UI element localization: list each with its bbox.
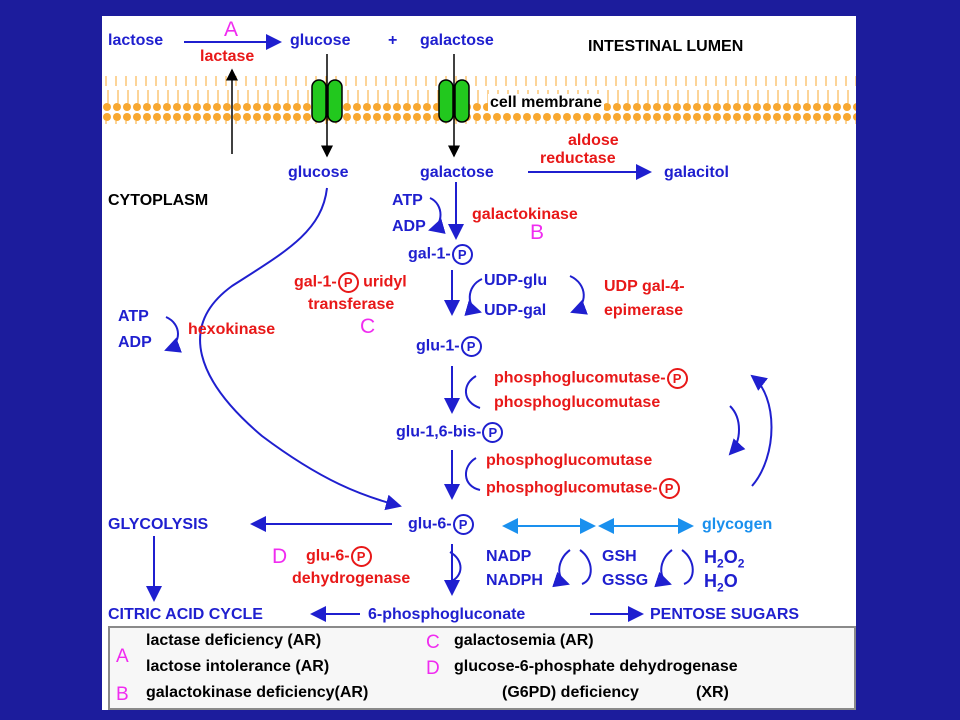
cell-membrane bbox=[102, 76, 856, 124]
glucose-to-glu6p-curve bbox=[199, 187, 402, 511]
udp-glu-label: UDP-glu bbox=[484, 272, 548, 289]
pgm-p-text-2: phosphoglucomutase- bbox=[486, 479, 658, 497]
legend-c-line: galactosemia (AR) bbox=[454, 632, 594, 649]
gal-1-p-text: gal-1- bbox=[408, 245, 451, 263]
atp-adp-curve-2 bbox=[164, 316, 182, 353]
pgm-label-1: phosphoglucomutase bbox=[494, 394, 661, 411]
galactokinase-label: galactokinase bbox=[472, 206, 578, 223]
phosphate-icon: P bbox=[337, 272, 359, 293]
legend-letter-c: C bbox=[426, 632, 440, 653]
pgm-curve-2 bbox=[465, 457, 481, 491]
gssg-label: GSSG bbox=[602, 572, 649, 589]
legend-letter-d: D bbox=[426, 658, 440, 679]
phosphate-icon: P bbox=[452, 514, 474, 535]
udp-gal-4-label: UDP gal-4- bbox=[604, 278, 685, 295]
nadp-curve bbox=[449, 551, 462, 583]
g6pd-label-1: glu-6-P bbox=[306, 546, 372, 567]
gal-1-p-node: gal-1-P bbox=[408, 244, 473, 265]
letter-d: D bbox=[272, 545, 288, 568]
g6pd-text-1: glu-6- bbox=[306, 547, 350, 565]
galactose-lumen-label: galactose bbox=[420, 32, 494, 49]
h2o-label: H2O bbox=[704, 571, 738, 595]
glycolysis-label: GLYCOLYSIS bbox=[108, 516, 209, 533]
legend-a-line-1: lactase deficiency (AR) bbox=[146, 632, 322, 649]
glycogen-label: glycogen bbox=[702, 516, 773, 533]
galacitol-label: galacitol bbox=[664, 164, 729, 181]
galactose-cytoplasm-label: galactose bbox=[420, 164, 494, 181]
atp-label-1: ATP bbox=[392, 192, 423, 209]
pgm-cycle-up bbox=[750, 374, 773, 487]
glucose-lumen-label: glucose bbox=[290, 32, 351, 49]
legend-d-line-2: (G6PD) deficiency bbox=[502, 684, 639, 701]
glu-1-p-text: glu-1- bbox=[416, 337, 460, 355]
lactose-label: lactose bbox=[108, 32, 164, 49]
gsh-h2o2-curve bbox=[654, 549, 673, 588]
nadph-label: NADPH bbox=[486, 572, 543, 589]
atp-adp-curve-1 bbox=[428, 197, 446, 234]
intestinal-lumen-label: INTESTINAL LUMEN bbox=[588, 38, 744, 55]
letter-c: C bbox=[360, 315, 376, 338]
diagram-panel: lactose A lactase glucose + galactose IN… bbox=[102, 16, 856, 710]
gal-1-p-uridyl-text: gal-1- bbox=[294, 273, 337, 291]
gsh-label: GSH bbox=[602, 548, 637, 565]
epimerase-curve bbox=[569, 275, 588, 315]
pgm-p-label-1: phosphoglucomutase-P bbox=[494, 368, 688, 389]
udp-gal-label: UDP-gal bbox=[484, 302, 547, 319]
legend-letter-a: A bbox=[116, 646, 129, 667]
6-phosphogluconate-label: 6-phosphogluconate bbox=[368, 606, 526, 623]
phosphate-icon: P bbox=[451, 244, 473, 265]
phosphate-icon: P bbox=[350, 546, 372, 567]
epimerase-label: epimerase bbox=[604, 302, 684, 319]
glu-16-bis-p-text: glu-1,6-bis- bbox=[396, 423, 482, 441]
legend-letter-b: B bbox=[116, 684, 129, 705]
pgm-cycle-down bbox=[728, 405, 746, 456]
pgm-p-text-1: phosphoglucomutase- bbox=[494, 369, 666, 387]
galactose-channel bbox=[438, 79, 470, 123]
glucose-channel bbox=[311, 79, 343, 123]
pgm-p-label-2: phosphoglucomutase-P bbox=[486, 478, 680, 499]
cytoplasm-label: CYTOPLASM bbox=[108, 192, 209, 209]
glucose-cytoplasm-label: glucose bbox=[288, 164, 349, 181]
legend-d-line-3: (XR) bbox=[696, 684, 729, 701]
legend-box: A lactase deficiency (AR) lactose intole… bbox=[108, 626, 856, 710]
transferase-label: transferase bbox=[308, 296, 395, 313]
phosphate-icon: P bbox=[658, 478, 680, 499]
g6pd-label-2: dehydrogenase bbox=[292, 570, 411, 587]
glu-16-bis-p-node: glu-1,6-bis-P bbox=[396, 422, 504, 443]
pentose-sugars-label: PENTOSE SUGARS bbox=[650, 606, 800, 623]
letter-a: A bbox=[224, 18, 239, 41]
legend-d-line-1: glucose-6-phosphate dehydrogenase bbox=[454, 658, 738, 675]
phosphate-icon: P bbox=[460, 336, 482, 357]
adp-label-2: ADP bbox=[118, 334, 152, 351]
hexokinase-label: hexokinase bbox=[188, 321, 276, 338]
pgm-label-2: phosphoglucomutase bbox=[486, 452, 653, 469]
reductase-label: reductase bbox=[540, 150, 616, 167]
pgm-curve-1 bbox=[465, 375, 481, 409]
glu-6-p-text: glu-6- bbox=[408, 515, 452, 533]
udp-curve bbox=[464, 278, 483, 316]
phosphate-icon: P bbox=[482, 422, 504, 443]
plus-sign: + bbox=[388, 32, 398, 49]
nadp-gsh-curve bbox=[552, 549, 571, 588]
citric-acid-cycle-label: CITRIC ACID CYCLE bbox=[108, 606, 263, 623]
h2o-curve bbox=[681, 549, 694, 585]
lactase-label: lactase bbox=[200, 48, 255, 65]
gal-1-p-uridyl-label: gal-1-P uridyl bbox=[294, 272, 407, 293]
legend-b-line: galactokinase deficiency(AR) bbox=[146, 684, 369, 701]
aldose-label: aldose bbox=[568, 132, 619, 149]
gsh-nadph-curve bbox=[579, 549, 592, 585]
glu-6-p-node: glu-6-P bbox=[408, 514, 474, 535]
pathway-arrows bbox=[102, 34, 856, 622]
uridyl-text: uridyl bbox=[363, 273, 407, 291]
phosphate-icon: P bbox=[666, 368, 688, 389]
letter-b: B bbox=[530, 221, 545, 244]
glu-1-p-node: glu-1-P bbox=[416, 336, 482, 357]
h2o2-label: H2O2 bbox=[704, 547, 745, 571]
atp-label-2: ATP bbox=[118, 308, 149, 325]
nadp-label: NADP bbox=[486, 548, 532, 565]
adp-label-1: ADP bbox=[392, 218, 426, 235]
cell-membrane-label: cell membrane bbox=[488, 94, 605, 112]
legend-a-line-2: lactose intolerance (AR) bbox=[146, 658, 330, 675]
